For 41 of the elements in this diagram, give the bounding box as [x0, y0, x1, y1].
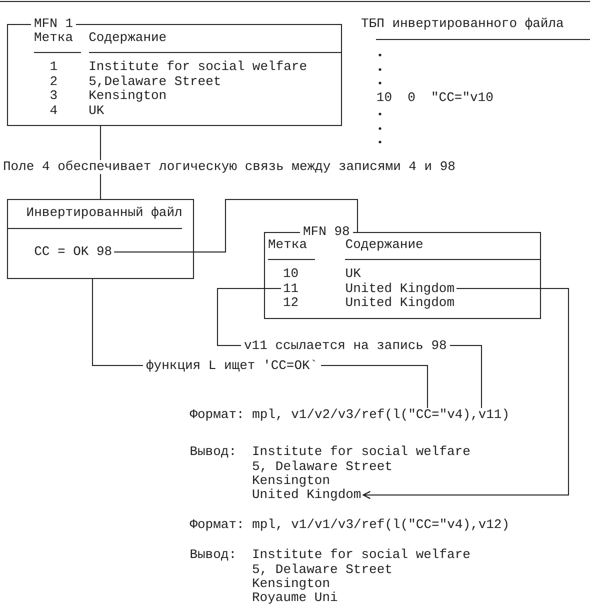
field-value: Institute for social welfare — [88, 60, 308, 74]
field-tag: 1 — [50, 60, 58, 74]
field-tag: 4 — [50, 104, 58, 118]
output-line: Kensington — [252, 474, 330, 488]
field-tag: 11 — [283, 282, 299, 296]
field-tag: 3 — [50, 89, 58, 103]
index-value: 10 — [376, 90, 392, 104]
edge-label: v11 ссылается на запись 98 — [241, 338, 450, 352]
section-heading: ТБП инвертированного файла — [361, 17, 564, 31]
column-header: Метка — [34, 31, 74, 45]
field-value: UK — [88, 104, 104, 118]
output-line: Royaume Uni — [252, 591, 338, 605]
column-header: Содержание — [88, 31, 167, 45]
connector-line — [114, 199, 358, 252]
file-title: Инвертированный файл — [26, 206, 182, 220]
field-value: 5,Delaware Street — [88, 74, 222, 88]
column-header: Метка — [268, 238, 308, 252]
output-line: 5, Delaware Street — [252, 460, 392, 474]
field-value: United Kingdom — [345, 282, 455, 296]
column-header: Содержание — [345, 238, 424, 252]
output-line: United Kingdom — [252, 488, 362, 502]
output-label: Вывод: — [190, 445, 236, 459]
output-label: Вывод: — [190, 548, 236, 562]
file-box — [7, 199, 194, 279]
field-tag: 10 — [283, 267, 299, 281]
format-expression: Формат: mpl, v1/v2/v3/ref(l("CC="v4),v11) — [190, 408, 510, 422]
arrow — [362, 288, 569, 500]
edge-label: функция L ищет 'CC=OK` — [143, 358, 321, 372]
field-tag: 2 — [50, 74, 58, 88]
output-line: Institute for social welfare — [252, 548, 470, 562]
index-value: 0 — [408, 90, 416, 104]
index-value: "CC="v10 — [431, 90, 494, 104]
output-line: Kensington — [252, 577, 330, 591]
field-value: United Kingdom — [345, 296, 455, 310]
field-value: Kensington — [88, 89, 167, 103]
index-entry: CC = OK 98 — [34, 245, 112, 259]
field-tag: 12 — [283, 296, 299, 310]
format-expression: Формат: mpl, v1/v1/v3/ref(l("CC="v4),v12) — [190, 518, 510, 532]
output-line: 5, Delaware Street — [252, 562, 392, 576]
output-line: Institute for social welfare — [252, 445, 470, 459]
field-value: UK — [345, 267, 361, 281]
